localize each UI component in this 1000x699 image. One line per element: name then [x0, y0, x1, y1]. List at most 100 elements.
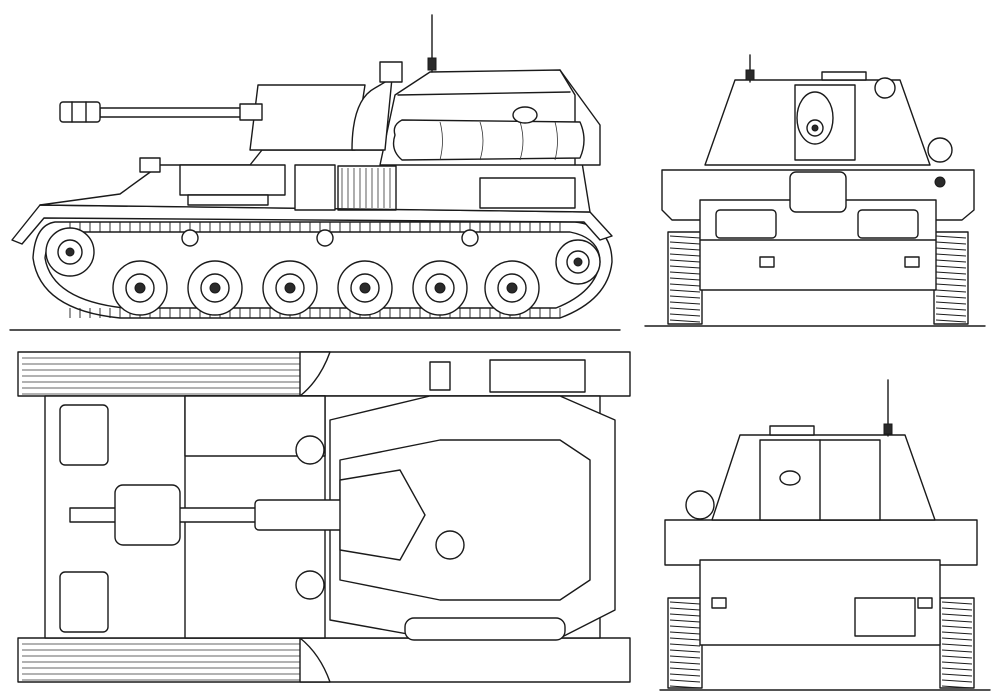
top-travel-lock — [114, 484, 181, 546]
track-link — [669, 289, 701, 293]
top-tarp-roll — [404, 617, 566, 641]
track-link — [669, 649, 701, 653]
top-stowage-box — [489, 359, 586, 393]
side-box-base — [187, 194, 269, 206]
track-link — [669, 247, 701, 251]
top-front-hatch-left — [59, 404, 109, 466]
side-engine-panel — [294, 164, 336, 211]
track-link — [669, 277, 701, 281]
track-link — [935, 247, 967, 251]
side-return-roller — [181, 229, 199, 247]
top-front-hatch-right — [59, 571, 109, 633]
track-link — [669, 661, 701, 665]
front-track-links — [669, 235, 967, 323]
track-link — [669, 637, 701, 641]
track-link — [935, 259, 967, 263]
side-headlight — [139, 157, 161, 173]
road-wheel-cap — [134, 282, 146, 294]
track-link — [669, 613, 701, 617]
front-antenna-base — [745, 69, 755, 81]
side-tarp-roll — [392, 119, 585, 161]
track-link — [941, 619, 973, 623]
front-tow-hook — [904, 256, 920, 268]
track-link — [669, 679, 701, 683]
track-link — [941, 685, 973, 689]
road-wheel-hub — [275, 273, 305, 303]
track-link — [935, 241, 967, 245]
side-sprocket-hub — [57, 239, 83, 265]
front-driver-hatch — [789, 171, 847, 213]
side-tarp-straps — [439, 121, 558, 161]
track-link — [669, 235, 701, 239]
track-link — [935, 277, 967, 281]
track-link — [935, 235, 967, 239]
side-tarp-tie — [512, 106, 538, 124]
rear-antenna-base — [883, 423, 893, 435]
rear-tow-hook — [711, 597, 727, 609]
side-return-roller — [316, 229, 334, 247]
track-link — [941, 679, 973, 683]
track-link — [669, 673, 701, 677]
rear-hatch-handle — [779, 470, 801, 486]
track-link — [669, 319, 701, 323]
grille-frame — [337, 165, 397, 211]
road-wheel-hub — [497, 273, 527, 303]
side-muzzle-brake — [59, 101, 101, 123]
side-gun-barrel — [99, 107, 261, 118]
front-gun-bore-center — [811, 124, 819, 132]
track-link — [941, 643, 973, 647]
side-exhaust-grille — [337, 165, 397, 211]
road-wheel-hub — [350, 273, 380, 303]
top-filler-cap — [295, 435, 325, 465]
side-hatch — [379, 61, 403, 83]
track-link — [941, 655, 973, 659]
rear-view — [659, 379, 991, 691]
front-headlight — [934, 176, 946, 188]
track-link — [669, 607, 701, 611]
side-roof-edge — [397, 91, 571, 96]
top-gun-mount — [339, 469, 426, 561]
rear-left-track — [667, 597, 703, 689]
track-link — [669, 307, 701, 311]
track-link — [669, 295, 701, 299]
track-link — [941, 667, 973, 671]
track-link — [935, 313, 967, 317]
side-idler-hub — [566, 250, 590, 274]
road-wheel-hub — [425, 273, 455, 303]
side-view — [9, 14, 621, 331]
track-link — [935, 253, 967, 257]
side-rear-box — [479, 177, 576, 209]
track-link — [941, 661, 973, 665]
track-link — [941, 607, 973, 611]
track-link — [669, 655, 701, 659]
top-filler-cap — [295, 570, 325, 600]
track-link — [669, 601, 701, 605]
track-link — [935, 265, 967, 269]
side-idler-center — [573, 257, 583, 267]
track-link — [669, 625, 701, 629]
track-link — [669, 619, 701, 623]
track-link — [669, 253, 701, 257]
front-commander-hatch — [874, 77, 896, 99]
rear-track-links — [669, 601, 973, 689]
track-link — [941, 631, 973, 635]
front-view — [644, 54, 986, 327]
track-link — [941, 649, 973, 653]
side-road-wheels — [112, 260, 540, 316]
rear-roof-rail — [769, 425, 815, 436]
side-gun-mantlet — [239, 103, 263, 121]
top-commander-hatch — [435, 530, 465, 560]
track-link — [935, 271, 967, 275]
track-link — [669, 313, 701, 317]
track-link — [669, 667, 701, 671]
side-gun-shield — [249, 84, 366, 151]
track-link — [941, 613, 973, 617]
track-link — [941, 601, 973, 605]
rear-tow-hook — [917, 597, 933, 609]
track-link — [669, 241, 701, 245]
track-link — [669, 271, 701, 275]
track-link — [669, 301, 701, 305]
track-link — [935, 283, 967, 287]
